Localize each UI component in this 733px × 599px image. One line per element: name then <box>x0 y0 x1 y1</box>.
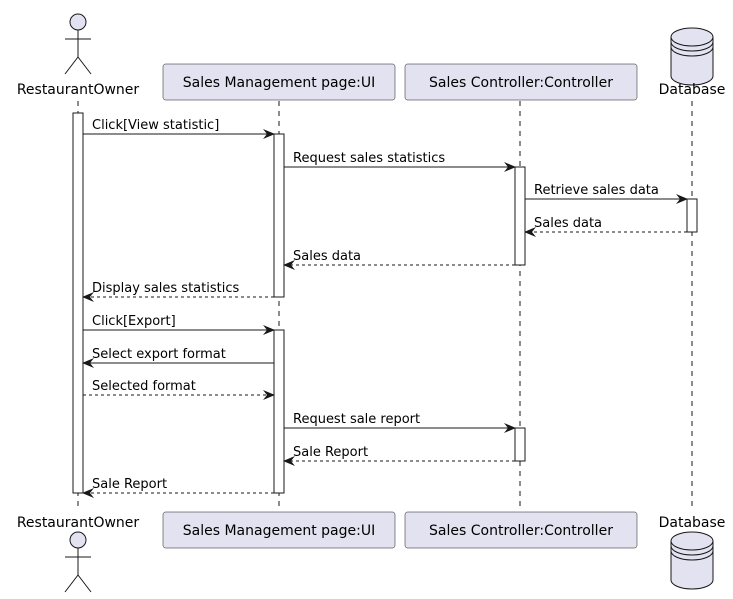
activation-bar-ctrl <box>514 166 526 266</box>
message-label: Sales data <box>534 216 602 231</box>
messages: Click[View statistic] Request sales stati… <box>82 118 688 498</box>
actor-icon <box>64 531 92 593</box>
participant-ui-bottom: Sales Management page:UI <box>162 511 396 549</box>
message-label: Request sales statistics <box>293 151 445 166</box>
message-1: Click[View statistic] <box>83 118 275 139</box>
message-4: Sales data <box>524 216 687 237</box>
activation-bar-db <box>686 198 698 233</box>
participant-db-top: Database <box>659 27 726 98</box>
participant-ctrl-bottom: Sales Controller:Controller <box>404 511 638 549</box>
message-label: Sales data <box>293 249 361 264</box>
activation-bars <box>72 112 698 494</box>
message-10: Request sale report <box>284 412 516 433</box>
message-8: Select export format <box>82 347 274 368</box>
message-7: Click[Export] <box>83 314 275 335</box>
actor-label: RestaurantOwner <box>17 515 140 531</box>
activation-bar-ui <box>273 133 285 298</box>
actor-label: RestaurantOwner <box>17 82 140 98</box>
message-label: Retrieve sales data <box>534 183 659 198</box>
participant-owner-bottom: RestaurantOwner <box>17 515 140 593</box>
participant-db-bottom: Database <box>659 515 726 590</box>
database-icon <box>670 531 714 590</box>
database-label: Database <box>659 82 726 98</box>
activation-bar-ui <box>273 329 285 494</box>
message-5: Sales data <box>283 249 515 270</box>
participant-box <box>162 63 396 101</box>
actor-icon <box>64 13 92 75</box>
message-12: Sale Report <box>82 477 274 498</box>
activation-bar-ctrl <box>514 427 526 462</box>
database-label: Database <box>659 515 726 531</box>
message-9: Selected format <box>83 379 275 400</box>
message-3: Retrieve sales data <box>525 183 688 204</box>
participant-box <box>404 511 638 549</box>
message-label: Click[Export] <box>92 314 176 329</box>
participant-label: Sales Management page:UI <box>183 75 375 91</box>
participant-box <box>404 63 638 101</box>
participant-ctrl-top: Sales Controller:Controller <box>404 63 638 101</box>
message-label: Request sale report <box>293 412 420 427</box>
message-11: Sale Report <box>283 445 515 466</box>
message-label: Sale Report <box>293 445 368 460</box>
message-label: Select export format <box>92 347 226 362</box>
participant-label: Sales Controller:Controller <box>429 523 613 539</box>
participant-owner-top: RestaurantOwner <box>17 13 140 98</box>
message-label: Click[View statistic] <box>92 118 219 133</box>
message-label: Selected format <box>92 379 196 394</box>
participant-label: Sales Management page:UI <box>183 523 375 539</box>
participant-headers-top: RestaurantOwner Sales Management page:UI S… <box>17 13 726 101</box>
message-6: Display sales statistics <box>82 281 274 302</box>
participant-box <box>162 511 396 549</box>
database-icon <box>670 27 714 86</box>
message-2: Request sales statistics <box>284 151 516 172</box>
participant-label: Sales Controller:Controller <box>429 75 613 91</box>
activation-bar-owner <box>72 112 84 494</box>
message-label: Display sales statistics <box>92 281 239 296</box>
participant-ui-top: Sales Management page:UI <box>162 63 396 101</box>
message-label: Sale Report <box>92 477 167 492</box>
